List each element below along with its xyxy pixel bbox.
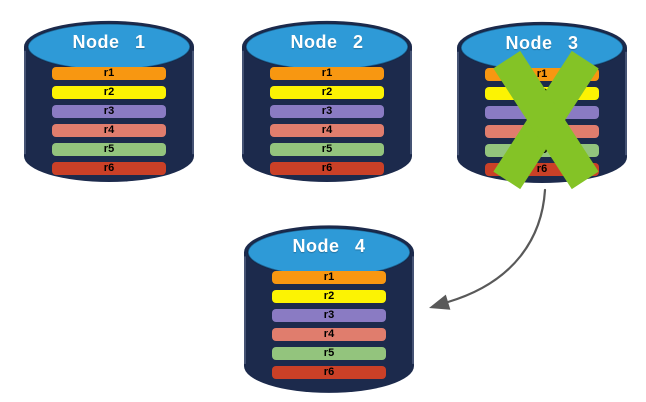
replica-label: r5 <box>323 347 335 359</box>
replica-label: r1 <box>103 67 115 79</box>
replica-list: r1 r2 r3 r4 r5 r6 <box>272 271 386 385</box>
node-title: Node 1 <box>72 32 146 52</box>
replica-list: r1 r2 r3 r4 r5 r6 <box>270 67 384 181</box>
node-3: Node 3 r1 r2 r3 r4 r5 r6 <box>453 10 631 190</box>
replica-label: r6 <box>323 366 335 378</box>
recovery-arrow <box>429 188 547 310</box>
replica-label: r3 <box>321 105 333 117</box>
replica-list: r1 r2 r3 r4 r5 r6 <box>52 67 166 181</box>
replica-bar: r4 <box>52 124 166 137</box>
replica-label: r3 <box>103 105 115 117</box>
replica-label: r2 <box>321 86 333 98</box>
failure-x-icon <box>493 50 599 190</box>
database-cylinder <box>242 20 412 183</box>
replica-bar: r6 <box>52 162 166 175</box>
replica-label: r2 <box>323 290 335 302</box>
replica-bar: r3 <box>270 105 384 118</box>
replica-label: r4 <box>321 124 333 136</box>
x-stroke <box>493 50 599 190</box>
node-title: Node 4 <box>292 236 366 256</box>
node-2: Node 2 r1 r2 r3 r4 r5 r6 <box>238 9 416 186</box>
replica-bar: r5 <box>52 143 166 156</box>
arrow-curve <box>446 188 547 304</box>
replica-bar: r2 <box>270 86 384 99</box>
replica-bar: r5 <box>272 347 386 360</box>
replica-label: r4 <box>323 328 335 340</box>
node-title: Node 3 <box>505 33 579 53</box>
replica-label: r1 <box>536 68 548 80</box>
database-cylinder <box>24 20 194 183</box>
node-title: Node 2 <box>290 32 364 52</box>
replica-label: r5 <box>321 143 333 155</box>
replica-label: r1 <box>321 67 333 79</box>
replica-label: r6 <box>103 162 115 174</box>
replica-bar: r6 <box>270 162 384 175</box>
replica-label: r6 <box>321 162 333 174</box>
replica-bar: r5 <box>270 143 384 156</box>
replica-bar: r1 <box>52 67 166 80</box>
replica-bar: r2 <box>52 86 166 99</box>
replica-bar: r1 <box>272 271 386 284</box>
replica-label: r3 <box>323 309 335 321</box>
replica-label: r6 <box>536 163 548 175</box>
node-1: Node 1 r1 r2 r3 r4 r5 r6 <box>20 9 198 186</box>
replica-bar: r1 <box>270 67 384 80</box>
node-4: Node 4 r1 r2 r3 r4 r5 r6 <box>240 213 418 397</box>
replica-label: r5 <box>103 143 115 155</box>
replica-bar: r2 <box>272 290 386 303</box>
replica-bar: r4 <box>270 124 384 137</box>
replica-bar: r4 <box>272 328 386 341</box>
replica-label: r4 <box>103 124 115 136</box>
replica-bar: r6 <box>272 366 386 379</box>
arrow-head <box>429 294 451 310</box>
replica-bar: r3 <box>52 105 166 118</box>
replica-label: r1 <box>323 271 335 283</box>
replica-bar: r3 <box>272 309 386 322</box>
replica-label: r2 <box>103 86 115 98</box>
